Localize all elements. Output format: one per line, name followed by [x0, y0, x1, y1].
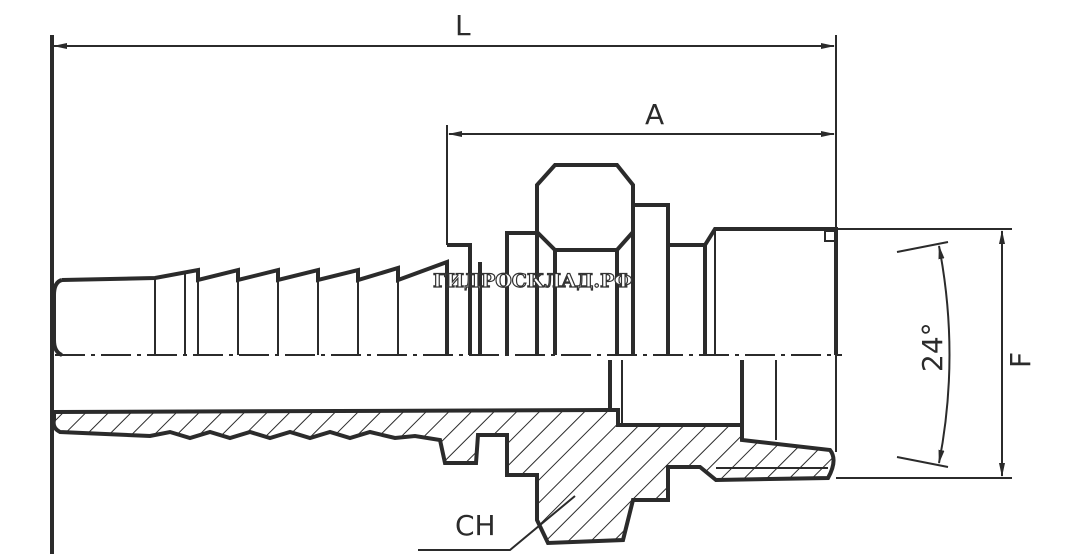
thread-end: [703, 227, 838, 355]
watermark: ГИДРОСКЛАД.РФ: [433, 270, 632, 292]
dimension-f: F: [836, 228, 1037, 479]
fitting-section: [51, 360, 837, 546]
dimension-angle-label: 24°: [916, 322, 949, 372]
dimension-ch-label: CH: [455, 509, 496, 542]
dimension-ch: CH: [418, 495, 576, 551]
dimension-f-label: F: [1004, 352, 1037, 368]
fitting-outline: [52, 163, 842, 357]
hatched-section: [51, 408, 836, 546]
hex-nut: [535, 163, 635, 355]
dimension-a-label: A: [645, 98, 664, 131]
dimension-angle: 24°: [896, 241, 951, 468]
dimension-a: A: [446, 98, 835, 245]
dimension-l-label: L: [455, 9, 471, 42]
